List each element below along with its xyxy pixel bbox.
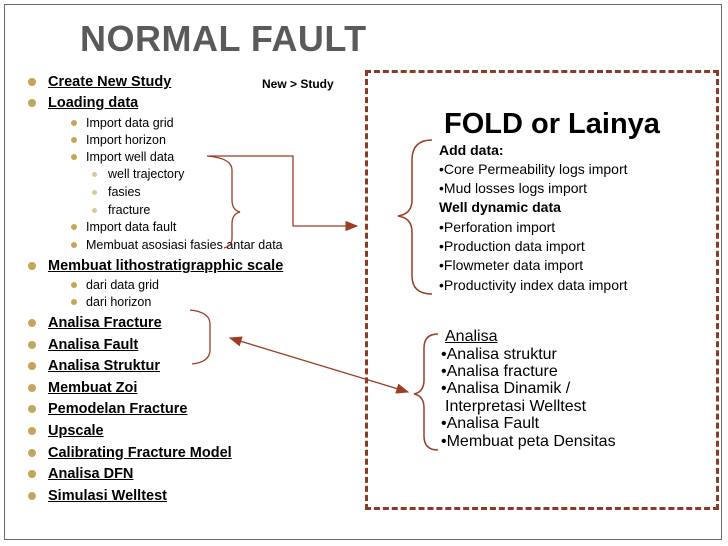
list-item-label: Membuat Zoi xyxy=(48,380,138,396)
list-item: dari horizon xyxy=(71,295,151,309)
list-item: Membuat lithostratigrapphic scale xyxy=(28,258,283,274)
list-item-label: dari data grid xyxy=(86,278,159,292)
well-dynamic-heading: Well dynamic data xyxy=(439,199,561,215)
list-item-label: well trajectory xyxy=(108,167,185,181)
brace-analisa-box xyxy=(413,333,439,451)
bullet-icon xyxy=(28,405,36,413)
list-item: well trajectory xyxy=(92,167,184,181)
list-item: Upscale xyxy=(28,423,104,439)
bullet-icon xyxy=(28,99,36,107)
list-item-label: Import well data xyxy=(86,150,175,164)
list-item-label: fracture xyxy=(108,203,151,217)
bullet-icon xyxy=(28,427,36,435)
add-data-item: •Core Permeability logs import xyxy=(439,161,628,177)
list-item-label: Membuat lithostratigrapphic scale xyxy=(48,258,284,274)
analisa-item: •Analisa Dinamik / xyxy=(441,380,571,397)
bullet-icon xyxy=(92,207,97,213)
bullet-icon xyxy=(71,299,77,305)
list-item-label: Analisa Fracture xyxy=(48,315,162,331)
analisa-item: •Analisa Fault xyxy=(441,415,540,432)
list-item-label: Membuat asosiasi fasies antar data xyxy=(86,238,283,252)
nav-path-label: New > Study xyxy=(262,77,334,91)
list-item: Loading data xyxy=(28,95,138,111)
list-item: Import well data xyxy=(71,150,174,164)
list-item-label: Pemodelan Fracture xyxy=(48,401,188,417)
fold-title: FOLD or Lainya xyxy=(444,108,660,140)
analisa-item: Interpretasi Welltest xyxy=(445,398,587,415)
list-item: Membuat Zoi xyxy=(28,380,137,396)
bullet-icon xyxy=(28,262,36,270)
list-item: Analisa Fracture xyxy=(28,315,162,331)
list-item: Simulasi Welltest xyxy=(28,488,167,504)
bullet-icon xyxy=(71,120,77,126)
bullet-icon xyxy=(71,154,77,160)
dashed-panel xyxy=(365,70,719,510)
list-item: Pemodelan Fracture xyxy=(28,401,187,417)
analisa-item: •Analisa fracture xyxy=(441,363,558,380)
add-data-item: •Mud losses logs import xyxy=(439,180,588,196)
analisa-heading: Analisa xyxy=(445,328,498,345)
list-item-label: Upscale xyxy=(48,423,104,439)
brace-fold-box xyxy=(397,139,433,295)
add-data-heading: Add data: xyxy=(439,142,504,158)
bullet-icon xyxy=(28,362,36,370)
bullet-icon xyxy=(28,384,36,392)
bullet-icon xyxy=(92,171,97,177)
bullet-icon xyxy=(71,224,77,230)
bullet-icon xyxy=(28,341,36,349)
arrow-to-fold-box xyxy=(209,155,359,232)
well-dynamic-item: •Productivity index data import xyxy=(439,277,628,293)
list-item: Analisa Fault xyxy=(28,337,138,353)
bullet-icon xyxy=(92,189,97,195)
slide-title: NORMAL FAULT xyxy=(80,18,367,59)
list-item-label: fasies xyxy=(108,185,141,199)
bracket-well-data xyxy=(206,155,241,249)
bullet-icon xyxy=(28,492,36,500)
well-dynamic-item: •Flowmeter data import xyxy=(439,257,584,273)
list-item-label: Simulasi Welltest xyxy=(48,488,167,504)
well-dynamic-item: •Perforation import xyxy=(439,219,556,235)
list-item: Create New Study xyxy=(28,74,171,90)
list-item-label: Calibrating Fracture Model xyxy=(48,445,232,461)
list-item: Import horizon xyxy=(71,133,166,147)
list-item-label: Import data fault xyxy=(86,220,177,234)
bullet-icon xyxy=(71,282,77,288)
list-item-label: Analisa Fault xyxy=(48,337,139,353)
list-item: fracture xyxy=(92,203,150,217)
slide-frame xyxy=(4,4,722,540)
list-item: fasies xyxy=(92,185,141,199)
analisa-item: •Membuat peta Densitas xyxy=(441,433,616,450)
bullet-icon xyxy=(28,78,36,86)
bullet-icon xyxy=(28,470,36,478)
list-item-label: Analisa Struktur xyxy=(48,358,160,374)
list-item: Analisa DFN xyxy=(28,466,133,482)
bullet-icon xyxy=(71,242,77,248)
bullet-icon xyxy=(71,137,77,143)
list-item-label: Create New Study xyxy=(48,74,172,90)
list-item: Import data grid xyxy=(71,116,174,130)
bullet-icon xyxy=(28,319,36,327)
double-arrow-analisa xyxy=(228,336,410,394)
list-item: Analisa Struktur xyxy=(28,358,160,374)
well-dynamic-item: •Production data import xyxy=(439,238,585,254)
list-item-label: dari horizon xyxy=(86,295,152,309)
list-item: Import data fault xyxy=(71,220,176,234)
list-item-label: Import horizon xyxy=(86,133,166,147)
bullet-icon xyxy=(28,449,36,457)
bracket-analisa xyxy=(189,309,211,365)
list-item-label: Analisa DFN xyxy=(48,466,134,482)
list-item-label: Loading data xyxy=(48,95,139,111)
list-item-label: Import data grid xyxy=(86,116,174,130)
list-item: dari data grid xyxy=(71,278,159,292)
list-item: Membuat asosiasi fasies antar data xyxy=(71,238,283,252)
analisa-item: •Analisa struktur xyxy=(441,346,557,363)
list-item: Calibrating Fracture Model xyxy=(28,445,232,461)
